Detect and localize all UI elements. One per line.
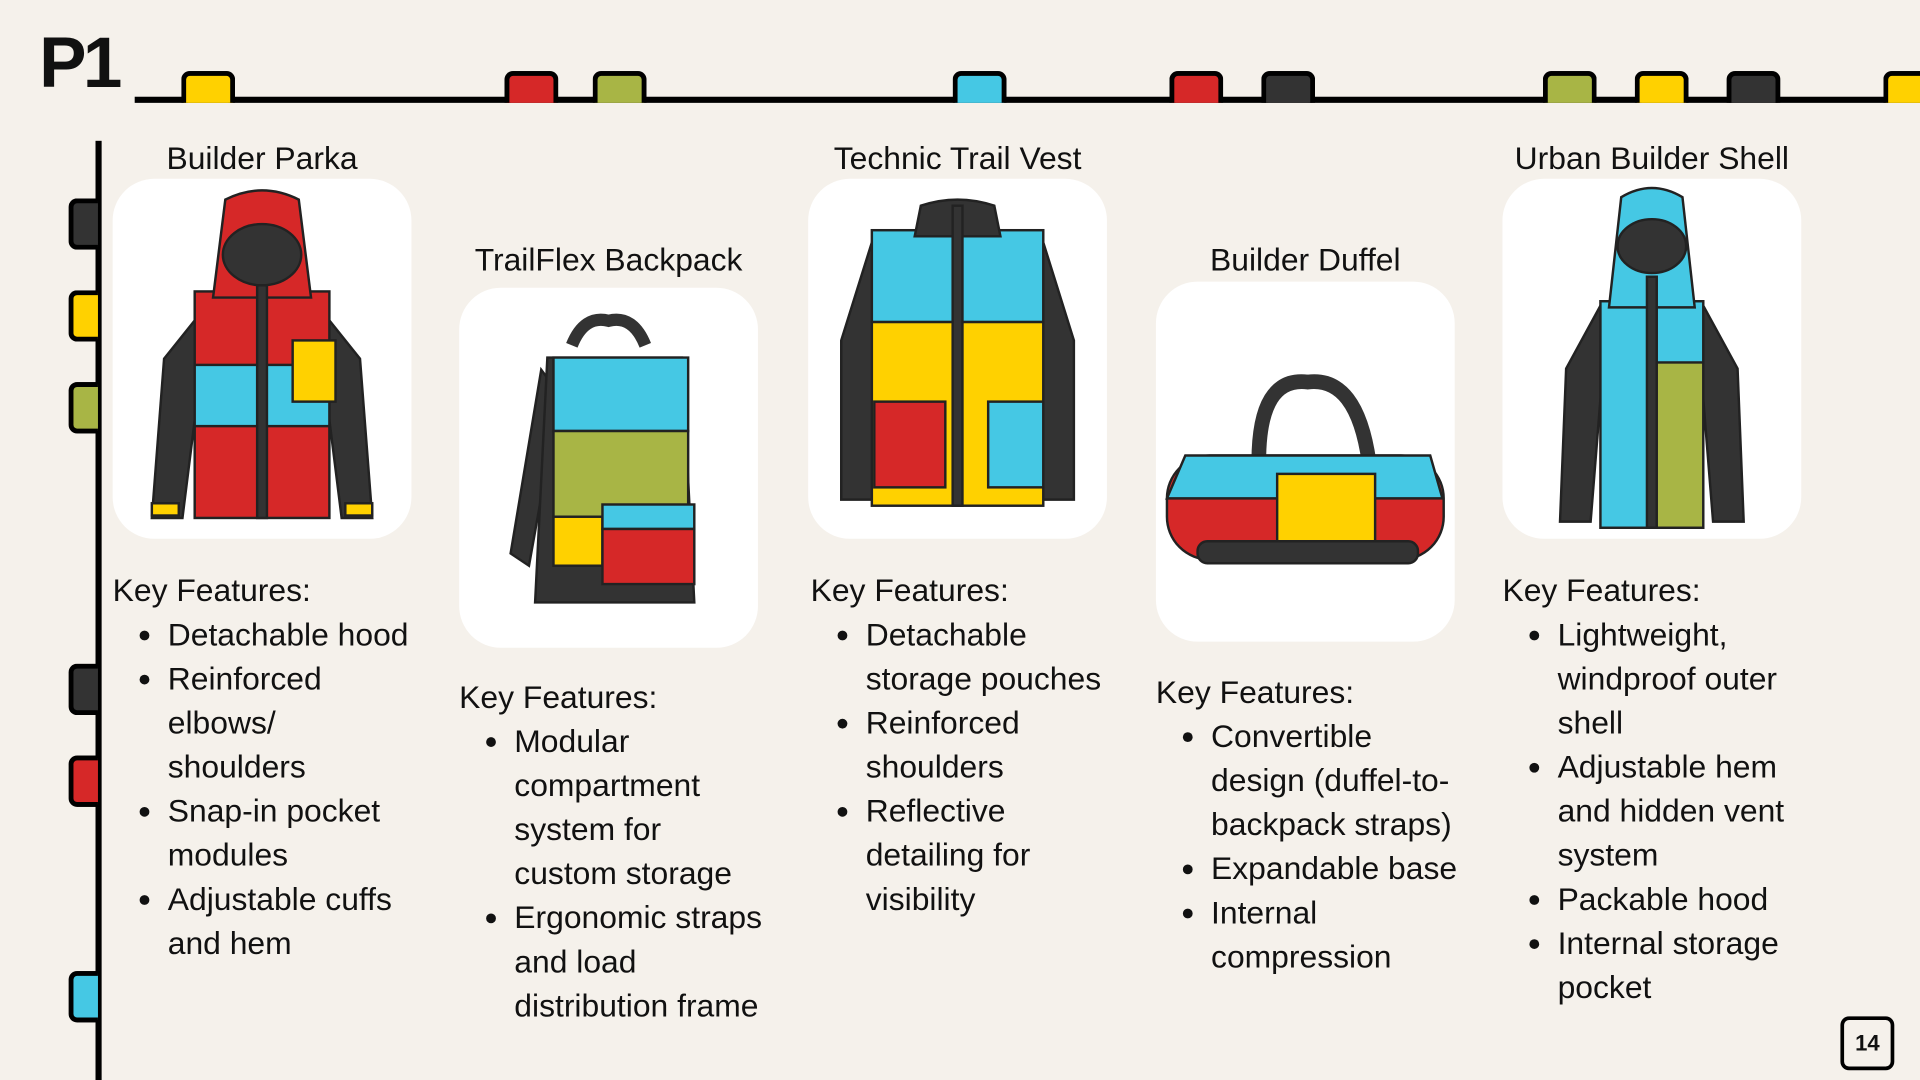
feature-item: Detachable storage pouches (866, 612, 1117, 700)
feature-item: Adjustable cuffs and hem (168, 877, 419, 965)
top-tab-cyan (952, 71, 1007, 103)
page-number: 14 (1840, 1016, 1895, 1071)
top-tab-red (504, 71, 559, 103)
product-image-card (1155, 281, 1455, 642)
feature-item: Ergonomic straps and load distribution f… (514, 895, 765, 1027)
side-tab-dark (68, 198, 98, 250)
slide-label: P1 (39, 23, 122, 103)
feature-item: Snap-in pocket modules (168, 789, 419, 877)
top-tab-red (1169, 71, 1224, 103)
feature-item: Modular compartment system for custom st… (514, 719, 765, 895)
feature-item: Convertible design (duffel-to-backpack s… (1211, 714, 1462, 846)
feature-item: Detachable hood (168, 612, 419, 656)
side-tab-dark (68, 663, 98, 716)
top-tab-yellow (181, 71, 236, 103)
product-name: TrailFlex Backpack (474, 241, 743, 278)
product-image-card (459, 287, 758, 648)
features-heading: Key Features: (112, 571, 311, 609)
features-block: Key Features: Detachable hood Reinforced… (113, 568, 419, 965)
top-tab-dark (1261, 71, 1316, 103)
left-rule (95, 140, 102, 1080)
vest-illustration (840, 198, 1076, 507)
features-block: Key Features: Detachable storage pouches… (811, 568, 1117, 921)
feature-item: Internal storage pocket (1558, 921, 1809, 1009)
product-image-card (1502, 178, 1802, 539)
side-tab-red (68, 755, 98, 807)
side-tab-cyan (68, 971, 98, 1023)
top-tab-yellow (1634, 71, 1689, 103)
feature-item: Packable hood (1558, 877, 1809, 921)
product-name: Builder Duffel (1210, 241, 1401, 278)
feature-item: Reinforced elbows/ shoulders (168, 656, 419, 788)
features-block: Key Features: Modular compartment system… (459, 675, 765, 1028)
shell-illustration (1558, 186, 1745, 529)
features-block: Key Features: Convertible design (duffel… (1156, 670, 1462, 979)
top-tab-yellow (1883, 71, 1920, 103)
top-tab-olive (1542, 71, 1597, 103)
product-name: Technic Trail Vest (833, 139, 1082, 177)
top-tab-dark (1726, 71, 1781, 103)
feature-item: Reflective detailing for visibility (866, 789, 1117, 921)
product-image-card (808, 178, 1107, 539)
features-heading: Key Features: (459, 678, 658, 716)
duffel-illustration (1165, 374, 1445, 565)
side-tab-olive (68, 382, 98, 434)
product-name: Urban Builder Shell (1514, 139, 1789, 177)
parka-illustration (150, 189, 374, 520)
features-heading: Key Features: (810, 571, 1009, 609)
backpack-illustration (509, 313, 696, 604)
feature-item: Reinforced shoulders (866, 700, 1117, 788)
features-heading: Key Features: (1155, 673, 1355, 711)
feature-item: Internal compression (1211, 890, 1462, 978)
product-name: Builder Parka (166, 139, 358, 177)
features-heading: Key Features: (1502, 571, 1701, 609)
features-block: Key Features: Lightweight, windproof out… (1502, 568, 1808, 1009)
side-tab-yellow (68, 290, 98, 342)
feature-item: Lightweight, windproof outer shell (1558, 612, 1809, 744)
top-rule (134, 96, 1920, 103)
feature-item: Expandable base (1211, 846, 1462, 890)
product-image-card (112, 178, 412, 539)
feature-item: Adjustable hem and hidden vent system (1558, 744, 1809, 876)
top-tab-olive (592, 71, 647, 103)
